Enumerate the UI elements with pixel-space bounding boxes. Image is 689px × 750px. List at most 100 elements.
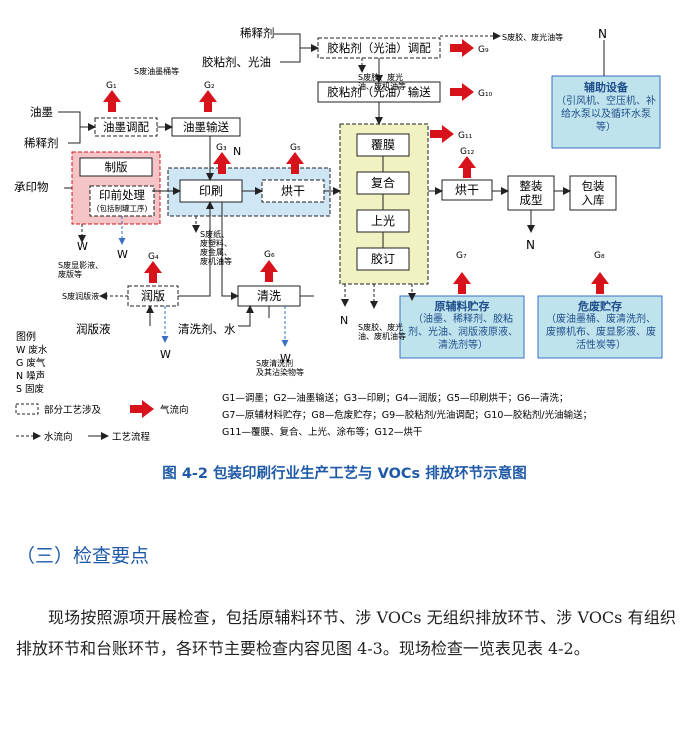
aux-body-wrap: （引风机、空压机、补给水泵以及循环水泵等）	[556, 96, 656, 133]
legend-g: G 废气	[16, 357, 46, 369]
label-g3: G₃	[216, 143, 227, 153]
raw-storage-title: 原辅料贮存	[435, 299, 490, 313]
label-g7: G₇	[456, 251, 467, 261]
waste-adhesive-mid: S废胶、废光油、废机油等	[358, 72, 406, 91]
label-g10: G₁₀	[478, 89, 493, 99]
plate-making-box	[79, 157, 153, 177]
hazard-storage-title: 危废贮存	[577, 299, 622, 313]
adhesive-transfer-label: 胶粘剂（光油）输送	[327, 85, 431, 99]
packaging-line-1: 包装	[582, 179, 605, 193]
hazard-storage-body: （废油墨桶、废清洗剂、废擦机布、废显影液、废活性炭等）	[546, 314, 656, 351]
label-g5: G₅	[290, 143, 301, 153]
legend-partial: 部分工艺涉及	[44, 404, 102, 416]
key-line-2: G7—原辅材料贮存；G8—危废贮存；G9—胶粘剂/光油调配；G10—胶粘剂/光油…	[222, 409, 592, 421]
raw-storage-body-wrap: （油墨、稀释剂、胶粘剂、光油、润版液原液、清洗剂等）	[408, 314, 518, 351]
input-cleaning: 清洗剂、水	[178, 322, 236, 336]
wastewater-cleaning: W	[280, 352, 291, 365]
ink-mixing-label: 油墨调配	[103, 120, 149, 134]
raw-storage-box	[399, 295, 525, 359]
gas-arrow-g10	[450, 83, 474, 101]
gas-arrow-g12	[458, 156, 476, 178]
label-g8: G₈	[594, 251, 605, 261]
aux-title: 辅助设备	[584, 80, 629, 94]
waste-coating-line-2: 油、废机油等	[358, 331, 406, 341]
legend-gas-arrow	[130, 400, 154, 418]
waste-print-line-1: S废纸、	[200, 229, 229, 239]
waste-print: S废纸、废塑料、废金属、废机油等	[200, 229, 232, 266]
label-g12: G₁₂	[460, 147, 475, 157]
legend-process-flow: 工艺流程	[112, 431, 151, 443]
key-line-1: G1—调墨；G2—油墨输送；G3—印刷；G4—润版；G5—印刷烘干；G6—清洗；	[222, 392, 568, 404]
prepress-note: (包括制罐工序)	[97, 203, 148, 213]
legend-water-flow: 水流向	[44, 431, 73, 443]
legend-w: W 废水	[16, 344, 48, 356]
gas-arrow-g4	[144, 261, 162, 283]
prepress-label: 印前处理	[99, 188, 145, 202]
waste-print-line-2: 废塑料、	[200, 238, 232, 248]
wastewater-plate: W	[77, 240, 88, 253]
plate-making-label: 制版	[105, 160, 128, 174]
legend-title: 图例	[16, 330, 36, 343]
forming-box	[507, 175, 555, 211]
waste-cleaning-line-2: 及其沾染物等	[256, 367, 304, 377]
laminating-label: 覆膜	[371, 138, 395, 152]
gas-arrow-g7	[453, 272, 471, 294]
packaging-box	[569, 175, 617, 211]
waste-coating: S废胶、废光油、废机油等	[358, 322, 406, 341]
waste-dampening: S废润版液	[62, 291, 99, 301]
ink-transfer-label: 油墨输送	[183, 120, 229, 134]
waste-developer-line-1: S废显影液、	[58, 260, 103, 270]
gas-arrow-g1	[103, 90, 121, 112]
gas-arrow-g11	[430, 125, 454, 143]
waste-developer-line-2: 废版等	[58, 269, 82, 279]
waste-adhesive-mid-line-2: 油、废机油等	[358, 81, 406, 91]
noise-print: N	[233, 145, 241, 158]
waste-adhesive-top: S废胶、废光油等	[502, 32, 563, 42]
label-g9: G₉	[478, 45, 489, 55]
body-paragraph: 现场按照源项开展检查，包括原辅料环节、涉 VOCs 无组织排放环节、涉 VOCs…	[16, 608, 676, 658]
waste-cleaning-line-1: S废清洗剂	[256, 358, 293, 368]
waste-developer: S废显影液、废版等	[58, 260, 103, 279]
process-diagram: 油墨调配 油墨输送 制版 印前处理 (包括制罐工序) 印刷 烘干 润版 清洗 胶…	[14, 26, 663, 443]
noise-coating: N	[340, 314, 348, 327]
varnishing-label: 上光	[371, 214, 395, 228]
aux-body: （引风机、空压机、补给水泵以及循环水泵等）	[556, 96, 656, 133]
forming-label: 整装成型	[520, 179, 543, 207]
packaging-label: 包装入库	[582, 179, 605, 207]
input-thinner: 稀释剂	[24, 136, 59, 150]
waste-print-line-3: 废金属、	[200, 247, 232, 257]
legend-gas-flow: 气流向	[160, 404, 189, 416]
print-drying-label: 烘干	[281, 184, 305, 198]
aux-equipment-box	[551, 75, 661, 149]
final-drying-label: 烘干	[455, 183, 479, 197]
label-g2: G₂	[204, 81, 215, 91]
legend-dashed-box	[15, 403, 39, 415]
input-substrate: 承印物	[14, 180, 49, 194]
gas-arrow-g6	[260, 260, 278, 282]
adhesive-mixing-label: 胶粘剂（光油）调配	[327, 41, 431, 55]
input-thinner-top: 稀释剂	[240, 26, 275, 40]
label-g1: G₁	[106, 81, 117, 91]
waste-print-line-4: 废机油等	[200, 256, 232, 266]
waste-cleaning: S废清洗剂及其沾染物等	[256, 358, 304, 377]
input-adhesive: 胶粘剂、光油	[202, 55, 271, 69]
hazard-storage-box	[537, 295, 663, 359]
waste-ink-bucket: S废油墨桶等	[134, 66, 179, 76]
compounding-label: 复合	[371, 175, 395, 190]
section-title: （三）检查要点	[16, 545, 150, 567]
gas-arrow-g9	[450, 39, 474, 57]
cleaning-label: 清洗	[257, 289, 281, 303]
input-ink: 油墨	[30, 105, 53, 119]
gas-arrow-g2	[199, 90, 217, 112]
packaging-line-2: 入库	[582, 193, 605, 207]
legend-s: S 固废	[16, 383, 45, 395]
dampening-label: 润版	[141, 289, 165, 303]
forming-line-1: 整装	[520, 179, 543, 193]
label-g4: G₄	[148, 252, 159, 262]
waste-adhesive-mid-line-1: S废胶、废光	[358, 72, 403, 82]
wastewater-dampening: W	[160, 348, 171, 361]
input-dampening: 润版液	[76, 322, 111, 336]
noise-forming: N	[526, 238, 535, 252]
raw-storage-body: （油墨、稀释剂、胶粘剂、光油、润版液原液、清洗剂等）	[408, 314, 518, 351]
key-line-3: G11—覆膜、复合、上光、涂布等；G12—烘干	[222, 426, 422, 438]
